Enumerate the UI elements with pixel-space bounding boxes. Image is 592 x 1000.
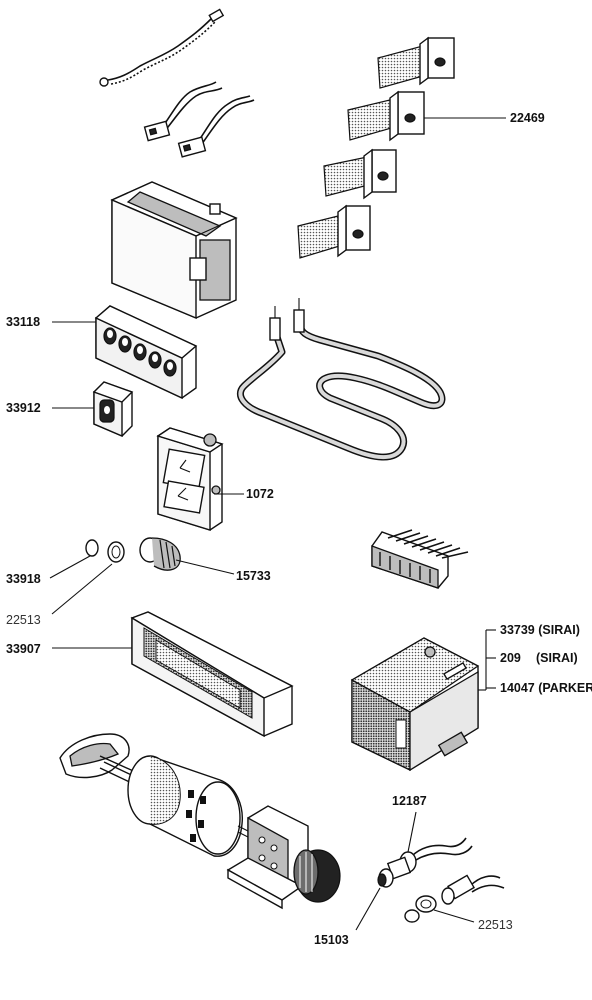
leader-12187 [407,811,417,853]
indicator-light-part [377,837,505,923]
part-label-33118: 33118 [6,315,40,329]
clock-timer-part [156,427,224,531]
part-label-33739: 33739 (SIRAI) [500,623,580,637]
heating-element-part [236,298,446,461]
terminal-strip-part [371,529,469,589]
leader-22513-a [51,563,113,615]
ground-wire-part [99,8,225,87]
part-label-14047: 14047 (PARKER) [500,681,592,695]
ribbon-cable-part [297,36,455,259]
cap-washer-knob-part [85,537,181,571]
part-label-209: 209 [500,651,521,665]
display-panel-part [130,611,294,738]
part-label-22469: 22469 [510,111,545,125]
part-label-15103: 15103 [314,933,349,947]
leader-15103 [355,887,381,931]
part-label-12187: 12187 [392,794,427,808]
part-label-33918: 33918 [6,572,41,586]
part-label-22513-b: 22513 [478,918,513,932]
leader-15733 [175,559,235,575]
part-label-22513-a: 22513 [6,613,41,627]
circuit-board-housing-part [110,181,238,320]
button-panel-part [94,305,198,400]
solenoid-valve-part [350,637,480,772]
connector-cable-part [143,81,255,158]
part-label-15733: 15733 [236,569,271,583]
part-label-209-sirai: (SIRAI) [536,651,578,665]
part-label-33907: 33907 [6,642,41,656]
leader-33918 [49,555,91,579]
small-switch-part [92,381,134,438]
motor-assembly-part [59,733,341,910]
leader-22513-b [433,909,475,923]
part-label-1072: 1072 [246,487,274,501]
part-label-33912: 33912 [6,401,41,415]
